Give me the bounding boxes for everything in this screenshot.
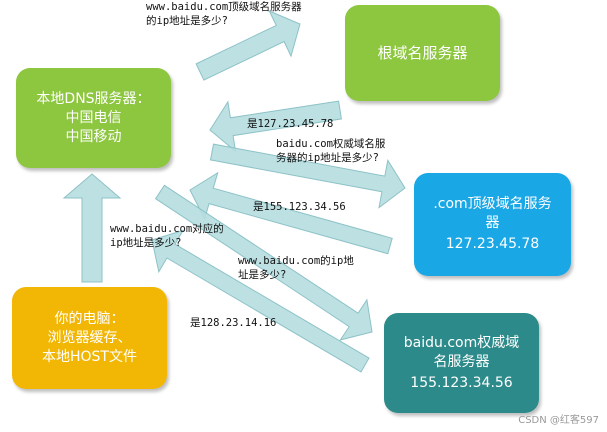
node-baidu-dns-line2: 名服务器 <box>433 353 490 370</box>
node-com-dns-line3: 127.23.45.78 <box>445 236 540 252</box>
node-baidu-dns-line3: 155.123.34.56 <box>410 374 513 391</box>
node-local-dns-line2: 中国电信 <box>65 109 122 126</box>
label-root-reply: 是127.23.45.78 <box>247 117 333 131</box>
label-query-baidu-line1: baidu.com权威域名服 <box>276 138 386 150</box>
node-com-dns-line2: 器 <box>485 215 500 231</box>
label-query-com: www.baidu.com顶级域名服务器 的ip地址是多少? <box>146 0 302 28</box>
watermark: CSDN @红客597 <box>518 415 599 426</box>
node-com-dns-line1: .com顶级域名服务 <box>433 196 552 212</box>
node-local-dns: 本地DNS服务器： 中国电信 中国移动 <box>16 68 171 168</box>
node-com-dns: .com顶级域名服务 器 127.23.45.78 <box>414 173 571 276</box>
arrow-pc-to-local <box>62 173 122 283</box>
arrow-local-to-baidu <box>154 184 373 341</box>
label-query-com-line2: 的ip地址是多少? <box>146 15 228 27</box>
arrow-com-to-local <box>189 171 393 255</box>
node-your-pc-line1: 你的电脑： <box>54 310 125 327</box>
label-com-reply: 是155.123.34.56 <box>253 200 346 214</box>
label-pc-query-line1: www.baidu.com对应的 <box>110 223 224 235</box>
label-query-baidu: baidu.com权威域名服 务器的ip地址是多少? <box>276 137 385 165</box>
arrow-baidu-to-local <box>151 229 370 373</box>
arrow-local-to-com <box>209 143 406 209</box>
node-your-pc-line2: 浏览器缓存、 <box>47 329 132 346</box>
label-pc-query-line2: ip地址是多少? <box>110 237 182 249</box>
label-query-www-line1: www.baidu.com的ip地 <box>238 255 354 267</box>
node-root-dns-line1: 根域名服务器 <box>377 43 468 62</box>
node-your-pc-line3: 本地HOST文件 <box>42 348 137 365</box>
label-query-www-line2: 址是多少? <box>238 269 287 281</box>
label-query-baidu-line2: 务器的ip地址是多少? <box>276 152 379 164</box>
label-final-reply-line1: 是128.23.14.16 <box>190 317 277 329</box>
node-baidu-dns-line1: baidu.com权威域 <box>403 334 520 351</box>
label-final-reply: 是128.23.14.16 <box>190 316 276 330</box>
label-query-www: www.baidu.com的ip地 址是多少? <box>238 254 354 282</box>
node-root-dns: 根域名服务器 <box>345 5 500 101</box>
label-root-reply-line1: 是127.23.45.78 <box>247 118 334 130</box>
arrow-local-to-root <box>195 10 301 81</box>
node-local-dns-line3: 中国移动 <box>65 128 122 145</box>
label-pc-query: www.baidu.com对应的 ip地址是多少? <box>110 222 224 250</box>
node-baidu-dns: baidu.com权威域 名服务器 155.123.34.56 <box>384 313 539 413</box>
label-com-reply-line1: 是155.123.34.56 <box>253 201 346 213</box>
node-local-dns-line1: 本地DNS服务器： <box>36 90 151 107</box>
node-your-pc: 你的电脑： 浏览器缓存、 本地HOST文件 <box>12 287 167 389</box>
label-query-com-line1: www.baidu.com顶级域名服务器 <box>146 1 302 13</box>
arrow-root-to-local <box>209 100 342 153</box>
